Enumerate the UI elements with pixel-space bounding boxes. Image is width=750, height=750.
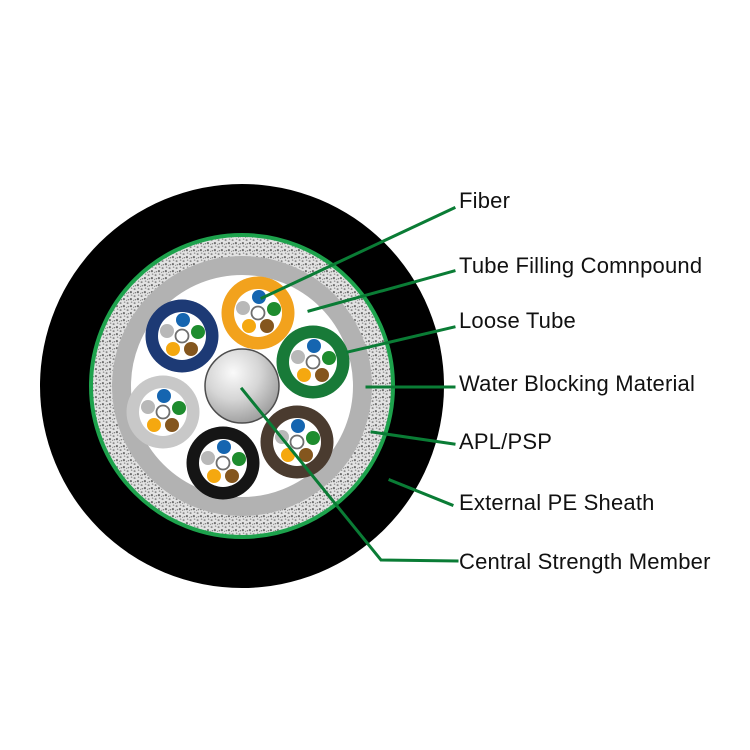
central-strength-member [204,348,280,424]
label-external-pe-sheath: External PE Sheath [459,490,655,515]
label-loose-tube: Loose Tube [459,308,576,333]
label-fiber: Fiber [459,188,511,213]
leader-line-pe-sheath [388,478,454,507]
leader-line-central-strength [239,386,459,563]
leader-line-tube-filling [307,269,456,313]
label-tube-filling-compound: Tube Filling Comnpound [459,253,703,278]
leader-line-loose-tube [346,325,456,354]
leader-lines [239,206,459,563]
loose-tube-gray [126,375,200,449]
water-blocking-ring [112,256,372,516]
leader-line-apl-psp [370,430,456,446]
label-water-blocking-material: Water Blocking Material [459,371,696,396]
loose-tube-brown [260,405,334,479]
label-apl-psp: APL/PSP [459,429,553,454]
loose-tube-black [186,426,260,500]
loose-tube-navy [145,299,219,373]
leader-line-fiber [260,206,456,300]
label-central-strength-member: Central Strength Member [459,549,711,574]
loose-tube-green [276,325,350,399]
loose-tube-orange [221,276,295,350]
